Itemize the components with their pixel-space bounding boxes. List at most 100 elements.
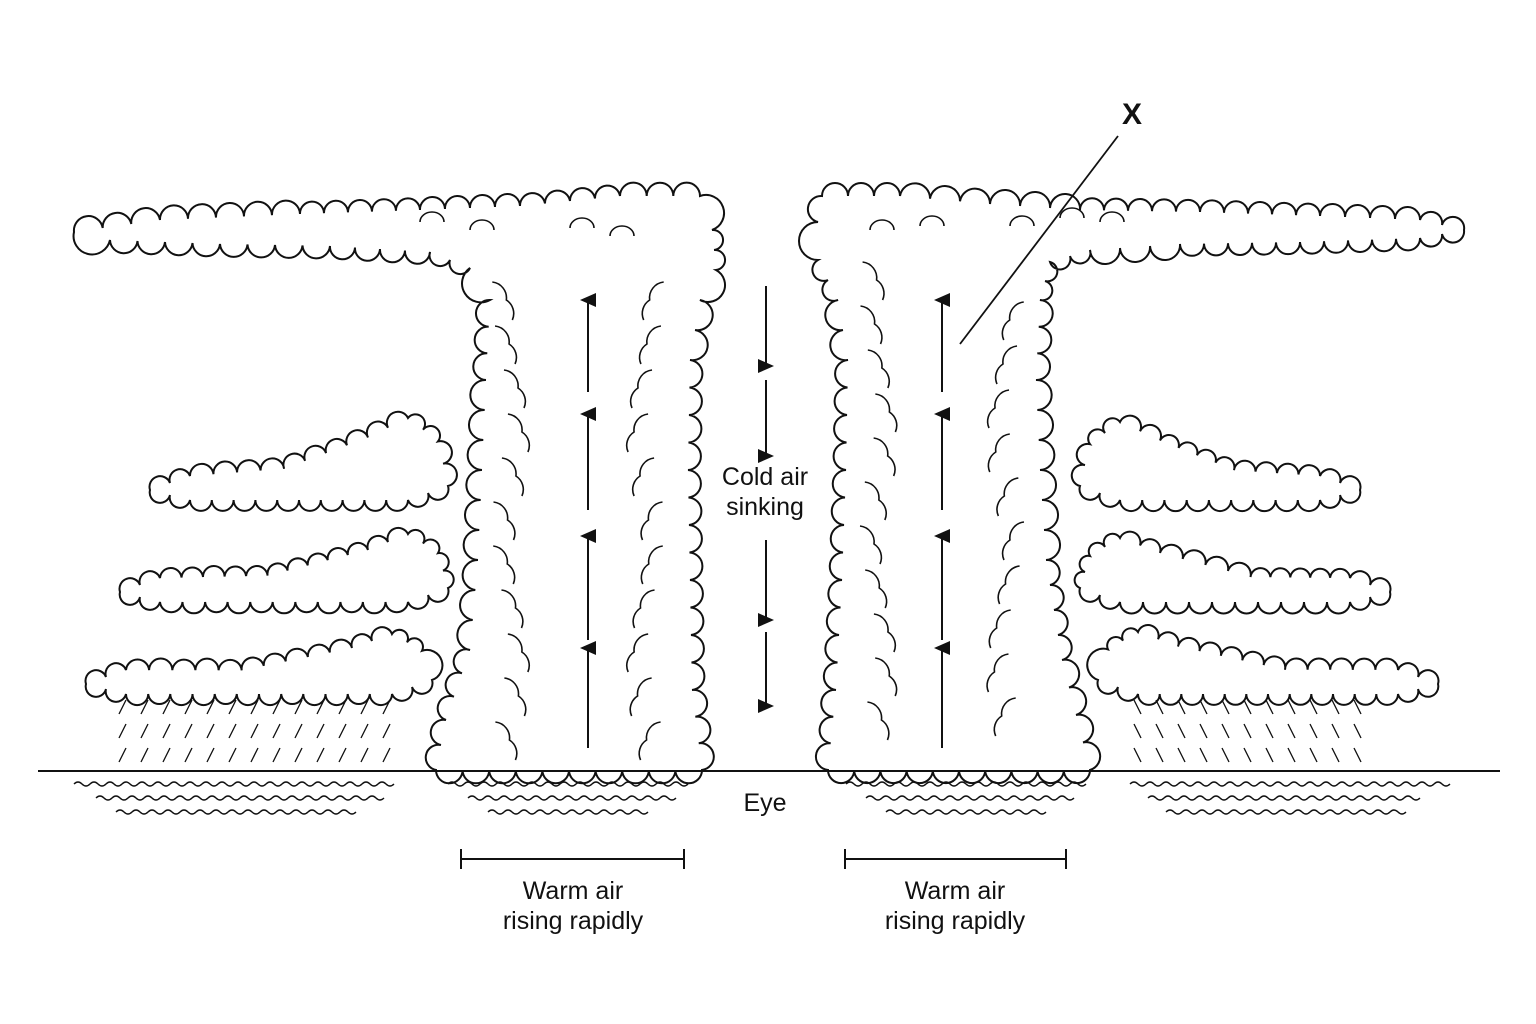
billow-arc [873,613,897,653]
billow-arc [495,721,518,761]
rain-streak [1331,723,1340,739]
wave-line [447,781,689,787]
wave-line [115,809,357,815]
billow-arc [501,457,525,497]
billow-arc [875,393,898,433]
wave-line [1147,795,1421,801]
billow-arc [862,261,885,301]
billow-arc [641,281,664,321]
billow-arc [993,697,1016,737]
rain-streak [1331,699,1340,715]
billow-arc [629,369,653,409]
rain-streak [228,723,237,739]
rain-streak [272,699,281,715]
rain-streak [316,723,325,739]
billow-arc [994,345,1018,385]
rain-streak [118,699,127,715]
rain-streak [1199,723,1208,739]
rain-streak [1177,723,1186,739]
billow-arc [988,609,1011,649]
left-eyewall-cloud [72,181,726,785]
anvil-billow [1059,207,1085,219]
rain-streak [316,747,325,763]
rain-streak [206,747,215,763]
rain-streak [1265,723,1274,739]
rain-streak [382,699,391,715]
anvil-billow [1009,215,1035,227]
rain-streak [272,747,281,763]
rain-streak [1221,723,1230,739]
billow-arc [997,565,1020,605]
rain-streak [294,699,303,715]
wave-line [1129,781,1451,787]
rain-streak [1221,747,1230,763]
rain-streak [1155,699,1164,715]
rain-streak [250,723,259,739]
billow-arc [865,569,888,609]
billow-arc [859,525,883,565]
rain-streak [1155,723,1164,739]
right-rainband-lower [1086,624,1440,706]
clouds [72,181,1466,785]
rain-streak [1265,699,1274,715]
rain-streak [382,747,391,763]
rain-streaks [118,699,1362,763]
rain-streak [1353,747,1362,763]
rain-streak [1177,699,1186,715]
billow-arc [1001,521,1025,561]
airflow-arrows [580,286,950,748]
billow-arc [638,325,662,365]
left-rainband-middle [118,527,455,615]
billow-arc [493,501,516,541]
warm-air-left-label: Warm air rising rapidly [502,877,644,935]
anvil-billow [919,215,945,227]
rain-streak [206,699,215,715]
left-tower-billows-b [625,281,664,761]
rain-streak [1243,747,1252,763]
right-rainband-upper [1070,414,1362,513]
guide-lines [38,135,1500,869]
rain-streak [184,723,193,739]
wave-line [73,781,395,787]
rain-streak [228,699,237,715]
billow-arc [629,677,652,717]
billow-arc [986,653,1009,693]
rain-streak [250,747,259,763]
rain-streak [1309,699,1318,715]
anvil-billow [419,211,445,223]
billow-arc [625,633,649,673]
billow-arc [867,349,891,389]
billow-arc [632,589,655,629]
rain-streak [1309,747,1318,763]
rain-streak [316,699,325,715]
rain-streak [140,747,149,763]
left-rain [118,699,391,763]
rain-streak [338,699,347,715]
rain-streak [1133,723,1142,739]
wave-line [885,809,1047,815]
rain-streak [140,699,149,715]
rain-streak [1177,747,1186,763]
cold-air-sinking-label: Cold air sinking [721,463,809,521]
rain-streak [294,747,303,763]
rain-streak [1287,747,1296,763]
billow-arc [492,281,515,321]
rain-streak [206,723,215,739]
right-width-bracket [844,849,1067,869]
wave-line [95,795,385,801]
rain-streak [1353,699,1362,715]
left-rainband-upper [148,410,458,512]
rain-streak [1199,747,1208,763]
rain-streak [1199,699,1208,715]
left-rainband-lower [84,626,444,707]
billow-arc [864,481,888,521]
rain-streak [1309,723,1318,739]
x-leader-line [959,135,1119,345]
rain-streak [338,723,347,739]
billow-arc [494,325,518,365]
billow-arc [493,545,516,585]
anvil-billow [469,219,495,231]
billow-arc [996,477,1019,517]
billow-arc [640,545,663,585]
wave-line [845,781,1087,787]
